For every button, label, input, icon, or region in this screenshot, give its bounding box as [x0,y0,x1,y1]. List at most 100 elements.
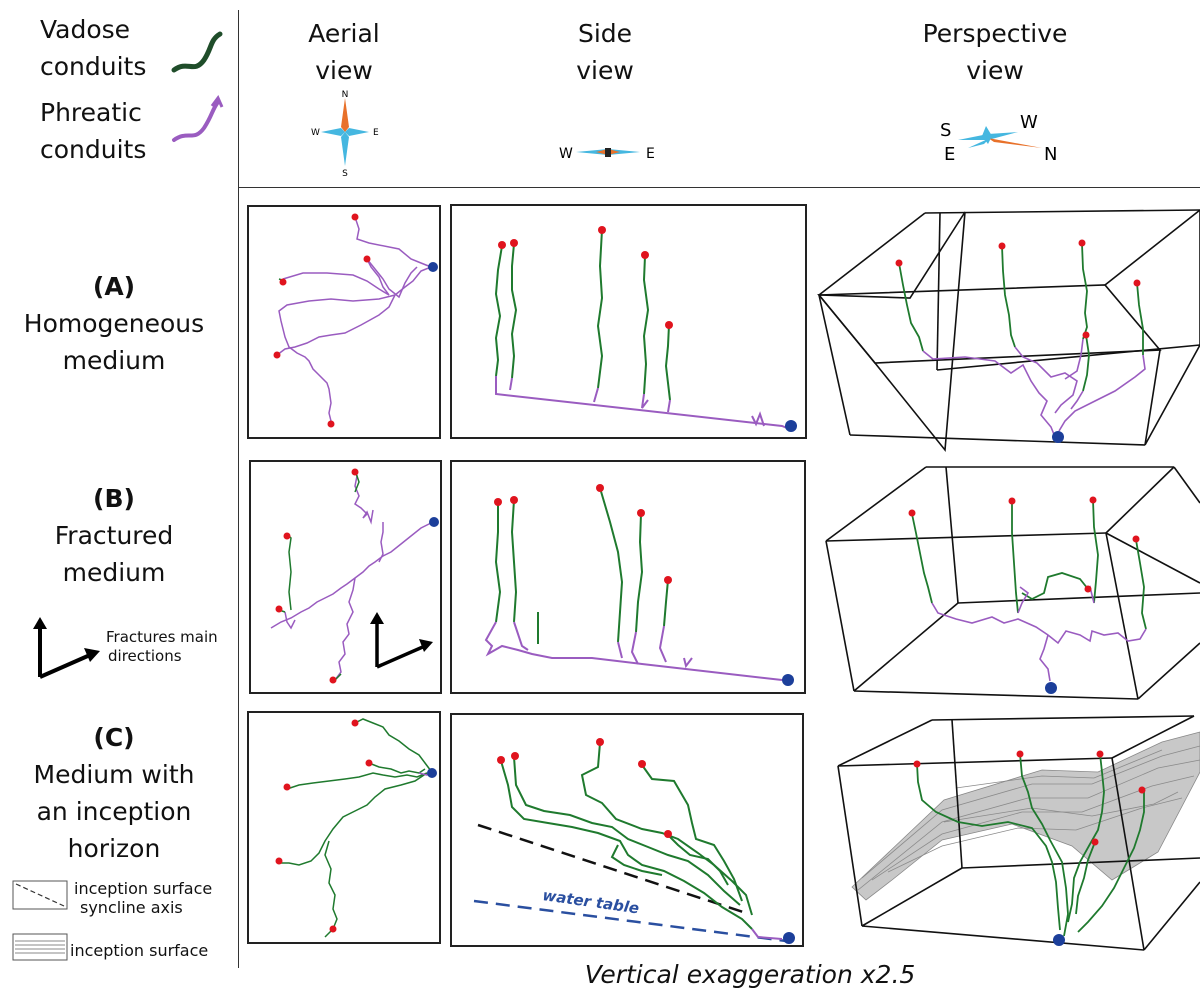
row-c-label: (C) Medium with an inception horizon [33,723,195,863]
inlet-point [998,242,1006,250]
compass-w-label: W [311,128,320,138]
inlet-point [283,783,291,791]
inlet-point [351,719,359,727]
inlet-point [1089,496,1097,504]
phreatic-conduit [922,350,1056,438]
row-b-perspective-view [825,466,1200,700]
inlet-point [510,239,518,247]
inception-surface-legend-icon [12,933,68,961]
inlet-point [664,830,672,838]
phreatic-conduit [931,602,1147,645]
compass-s-label: S [940,120,951,141]
phreatic-conduit [354,216,432,268]
perspective-view-header: Perspective view [922,19,1068,85]
phreatic-conduit [1058,354,1146,432]
aerial-view-header: Aerial view [308,19,380,85]
inlet-point [1082,331,1090,339]
phreatic-conduit [1017,586,1030,614]
vadose-conduit [898,262,924,352]
syncline-axis-label: inception surface syncline axis [74,879,213,917]
phreatic-conduit [278,266,432,422]
inlet-point [275,857,283,865]
phreatic-conduit [484,621,783,681]
inlet-point [1008,497,1016,505]
horizontal-divider [238,187,1200,188]
aerial-compass-icon: N E S W [311,90,379,179]
compass-e-label: E [646,146,655,162]
row-a-perspective-view [817,209,1200,453]
row-a-label: (A) Homogeneous medium [23,272,205,375]
phreatic-conduit [1070,390,1084,410]
fractures-label: Fractures main directions [106,628,218,665]
vadose-conduit [354,718,432,772]
phreatic-conduit [366,258,418,299]
vadose-conduit [642,255,650,395]
compass-n-label: N [1044,144,1057,165]
outlet-point [785,420,797,432]
phreatic-conduit [353,469,369,519]
vadose-conduit [664,324,671,401]
syncline-axis-legend-icon [12,880,68,910]
vadose-conduit [667,834,729,886]
vadose-conduit [494,245,503,377]
inlet-point [638,760,646,768]
fracture-directions-icon [33,617,100,679]
phreatic-conduit [509,377,513,391]
phreatic-conduit [1014,346,1078,414]
compass-e-label: E [944,144,955,165]
inlet-point [510,496,518,504]
inception-surface [851,731,1200,901]
outlet-point [782,674,794,686]
row-b-side-panel [450,460,806,694]
inlet-point [511,752,519,760]
vadose-conduit [1019,753,1069,937]
inlet-point [1132,535,1140,543]
phreatic-conduit [593,387,599,403]
inlet-point [637,509,645,517]
phreatic-conduit [658,625,667,663]
vadose-conduit [1081,243,1088,340]
inlet-point [895,259,903,267]
inlet-point [596,738,604,746]
compass-e-label: E [373,128,379,138]
vadose-conduit [599,487,624,643]
inlet-point [351,213,359,221]
vadose-conduit [286,772,428,790]
side-view-header: Side view [576,19,634,85]
inlet-point [664,576,672,584]
phreatic-conduit [276,294,396,356]
inlet-point [665,321,673,329]
vadose-conduit [635,513,644,633]
phreatic-conduit [378,522,384,563]
inlet-point [598,226,606,234]
syncline-axis-line [477,823,747,915]
vadose-conduit [596,229,604,389]
phreatic-legend-icon [172,95,224,142]
water-table-line [473,899,787,943]
vadose-conduit [368,762,426,774]
perspective-compass-icon: S W E N [940,112,1057,165]
outlet-point [1053,934,1065,946]
phreatic-conduit [1064,338,1084,380]
inlet-point [908,509,916,517]
inlet-point [596,484,604,492]
vadose-conduit [1135,539,1147,630]
phreatic-conduit [630,631,639,665]
vadose-conduit [1136,282,1144,355]
row-a-aerial-panel [247,205,441,439]
row-c-aerial-panel [247,711,441,944]
vadose-conduit [1067,753,1105,923]
inlet-point [494,498,502,506]
legend-phreatic-label: Phreatic conduits [40,98,147,164]
compass-s-label: S [342,169,348,179]
vadose-conduit [1075,841,1096,915]
inlet-point [1138,786,1146,794]
vertical-exaggeration-caption: Vertical exaggeration x2.5 [584,960,916,989]
inlet-point [641,251,649,259]
vadose-conduit [641,764,743,902]
vadose-conduit [513,756,741,906]
vadose-conduit [1092,499,1099,604]
row-b-label: (B) Fractured medium [54,484,174,587]
vadose-conduit [279,772,428,866]
phreatic-conduit [513,621,529,651]
